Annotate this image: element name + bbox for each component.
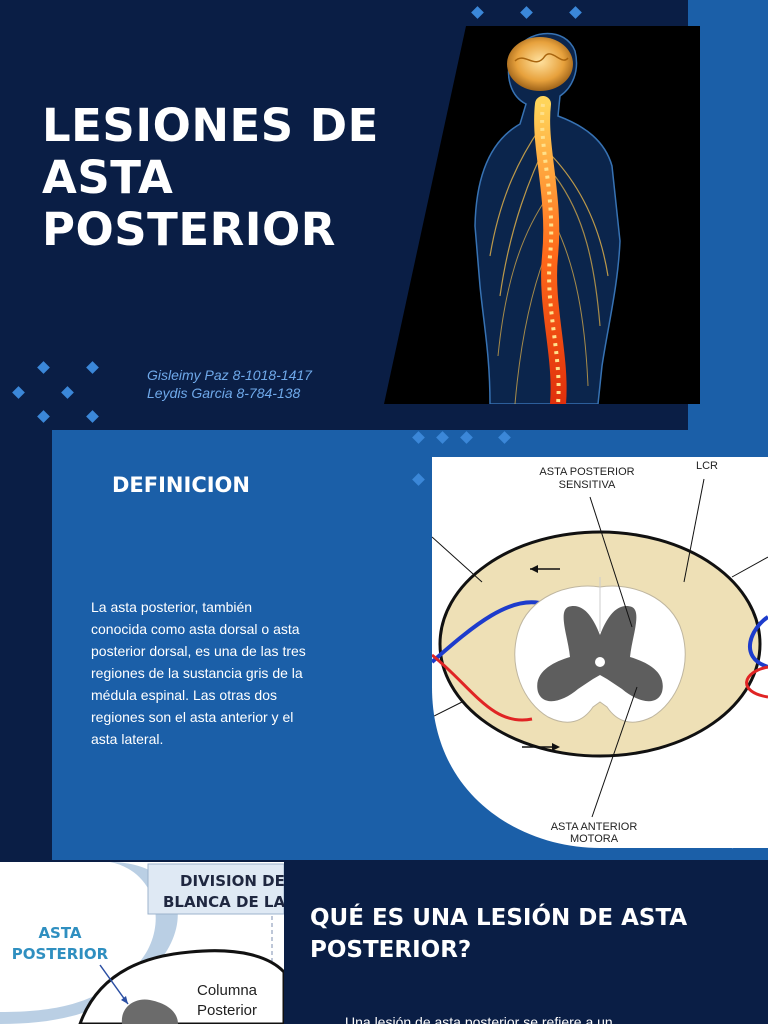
label-motora: MOTORA (570, 833, 619, 845)
definition-text: La asta posterior, también conocida como… (91, 596, 361, 750)
lesion-slide: DIVISION DE L BLANCA DE LA M ASTA POSTER… (0, 862, 768, 1024)
white-matter-division-diagram: DIVISION DE L BLANCA DE LA M ASTA POSTER… (0, 862, 284, 1024)
label-posterior: POSTERIOR (12, 945, 109, 963)
title-line-1: LESIONES DE (42, 99, 379, 152)
definition-line: regiones de la sustancia gris de la (91, 665, 303, 681)
decor-diamond (61, 386, 74, 399)
title-line-2: ASTA (42, 151, 174, 204)
division-line-1: DIVISION DE L (180, 872, 284, 890)
decor-diamond (37, 410, 50, 423)
decor-diamond (569, 6, 582, 19)
division-line-2: BLANCA DE LA M (163, 893, 284, 911)
definition-line: médula espinal. Las otras dos (91, 687, 277, 703)
definition-line: conocida como asta dorsal o asta (91, 621, 300, 637)
decor-diamond (520, 6, 533, 19)
lesion-text-partial: Una lesión de asta posterior se refiere … (345, 1014, 613, 1024)
label-asta-anterior: ASTA ANTERIOR (551, 821, 638, 833)
spine-nervous-system-illustration (384, 26, 700, 404)
decor-diamond (412, 431, 425, 444)
definition-line: La asta posterior, también (91, 599, 253, 615)
lesion-heading-line-2: POSTERIOR? (310, 937, 472, 963)
decor-diamond (460, 431, 473, 444)
author-1: Gisleimy Paz 8-1018-1417 (147, 367, 312, 383)
authors: Gisleimy Paz 8-1018-1417 Leydis Garcia 8… (147, 366, 312, 402)
label-lcr: LCR (696, 460, 718, 472)
lesion-heading: QUÉ ES UNA LESIÓN DE ASTA POSTERIOR? (310, 902, 730, 966)
title-line-3: POSTERIOR (42, 203, 336, 256)
decor-diamond (471, 6, 484, 19)
slide-title: LESIONES DE ASTA POSTERIOR (42, 100, 402, 256)
decor-diamond (12, 386, 25, 399)
label-asta-posterior: ASTA POSTERIOR (539, 466, 634, 478)
decor-diamond (86, 410, 99, 423)
label-asta: ASTA (38, 924, 81, 942)
decor-diamond (412, 473, 425, 486)
definition-line: regiones son el asta anterior y el (91, 709, 294, 725)
author-2: Leydis Garcia 8-784-138 (147, 385, 301, 401)
definition-slide: DEFINICION La asta posterior, también co… (52, 430, 768, 860)
definition-line: posterior dorsal, es una de las tres (91, 643, 306, 659)
definition-line: asta lateral. (91, 731, 164, 747)
label-columna: Columna (197, 982, 258, 999)
decor-diamond (86, 361, 99, 374)
label-sensitiva: SENSITIVA (559, 479, 616, 491)
spinal-cord-cross-section-diagram: ASTA POSTERIOR SENSITIVA LCR ASTA ANTERI… (432, 457, 768, 848)
decor-diamond (498, 431, 511, 444)
title-slide: LESIONES DE ASTA POSTERIOR Gisleimy Paz … (0, 0, 768, 430)
decor-diamond (37, 361, 50, 374)
label-columna-posterior: Posterior (197, 1002, 257, 1019)
right-accent-band (688, 0, 768, 430)
definition-heading: DEFINICION (112, 473, 250, 497)
decor-diamond (436, 431, 449, 444)
lesion-heading-line-1: QUÉ ES UNA LESIÓN DE ASTA (310, 905, 688, 931)
